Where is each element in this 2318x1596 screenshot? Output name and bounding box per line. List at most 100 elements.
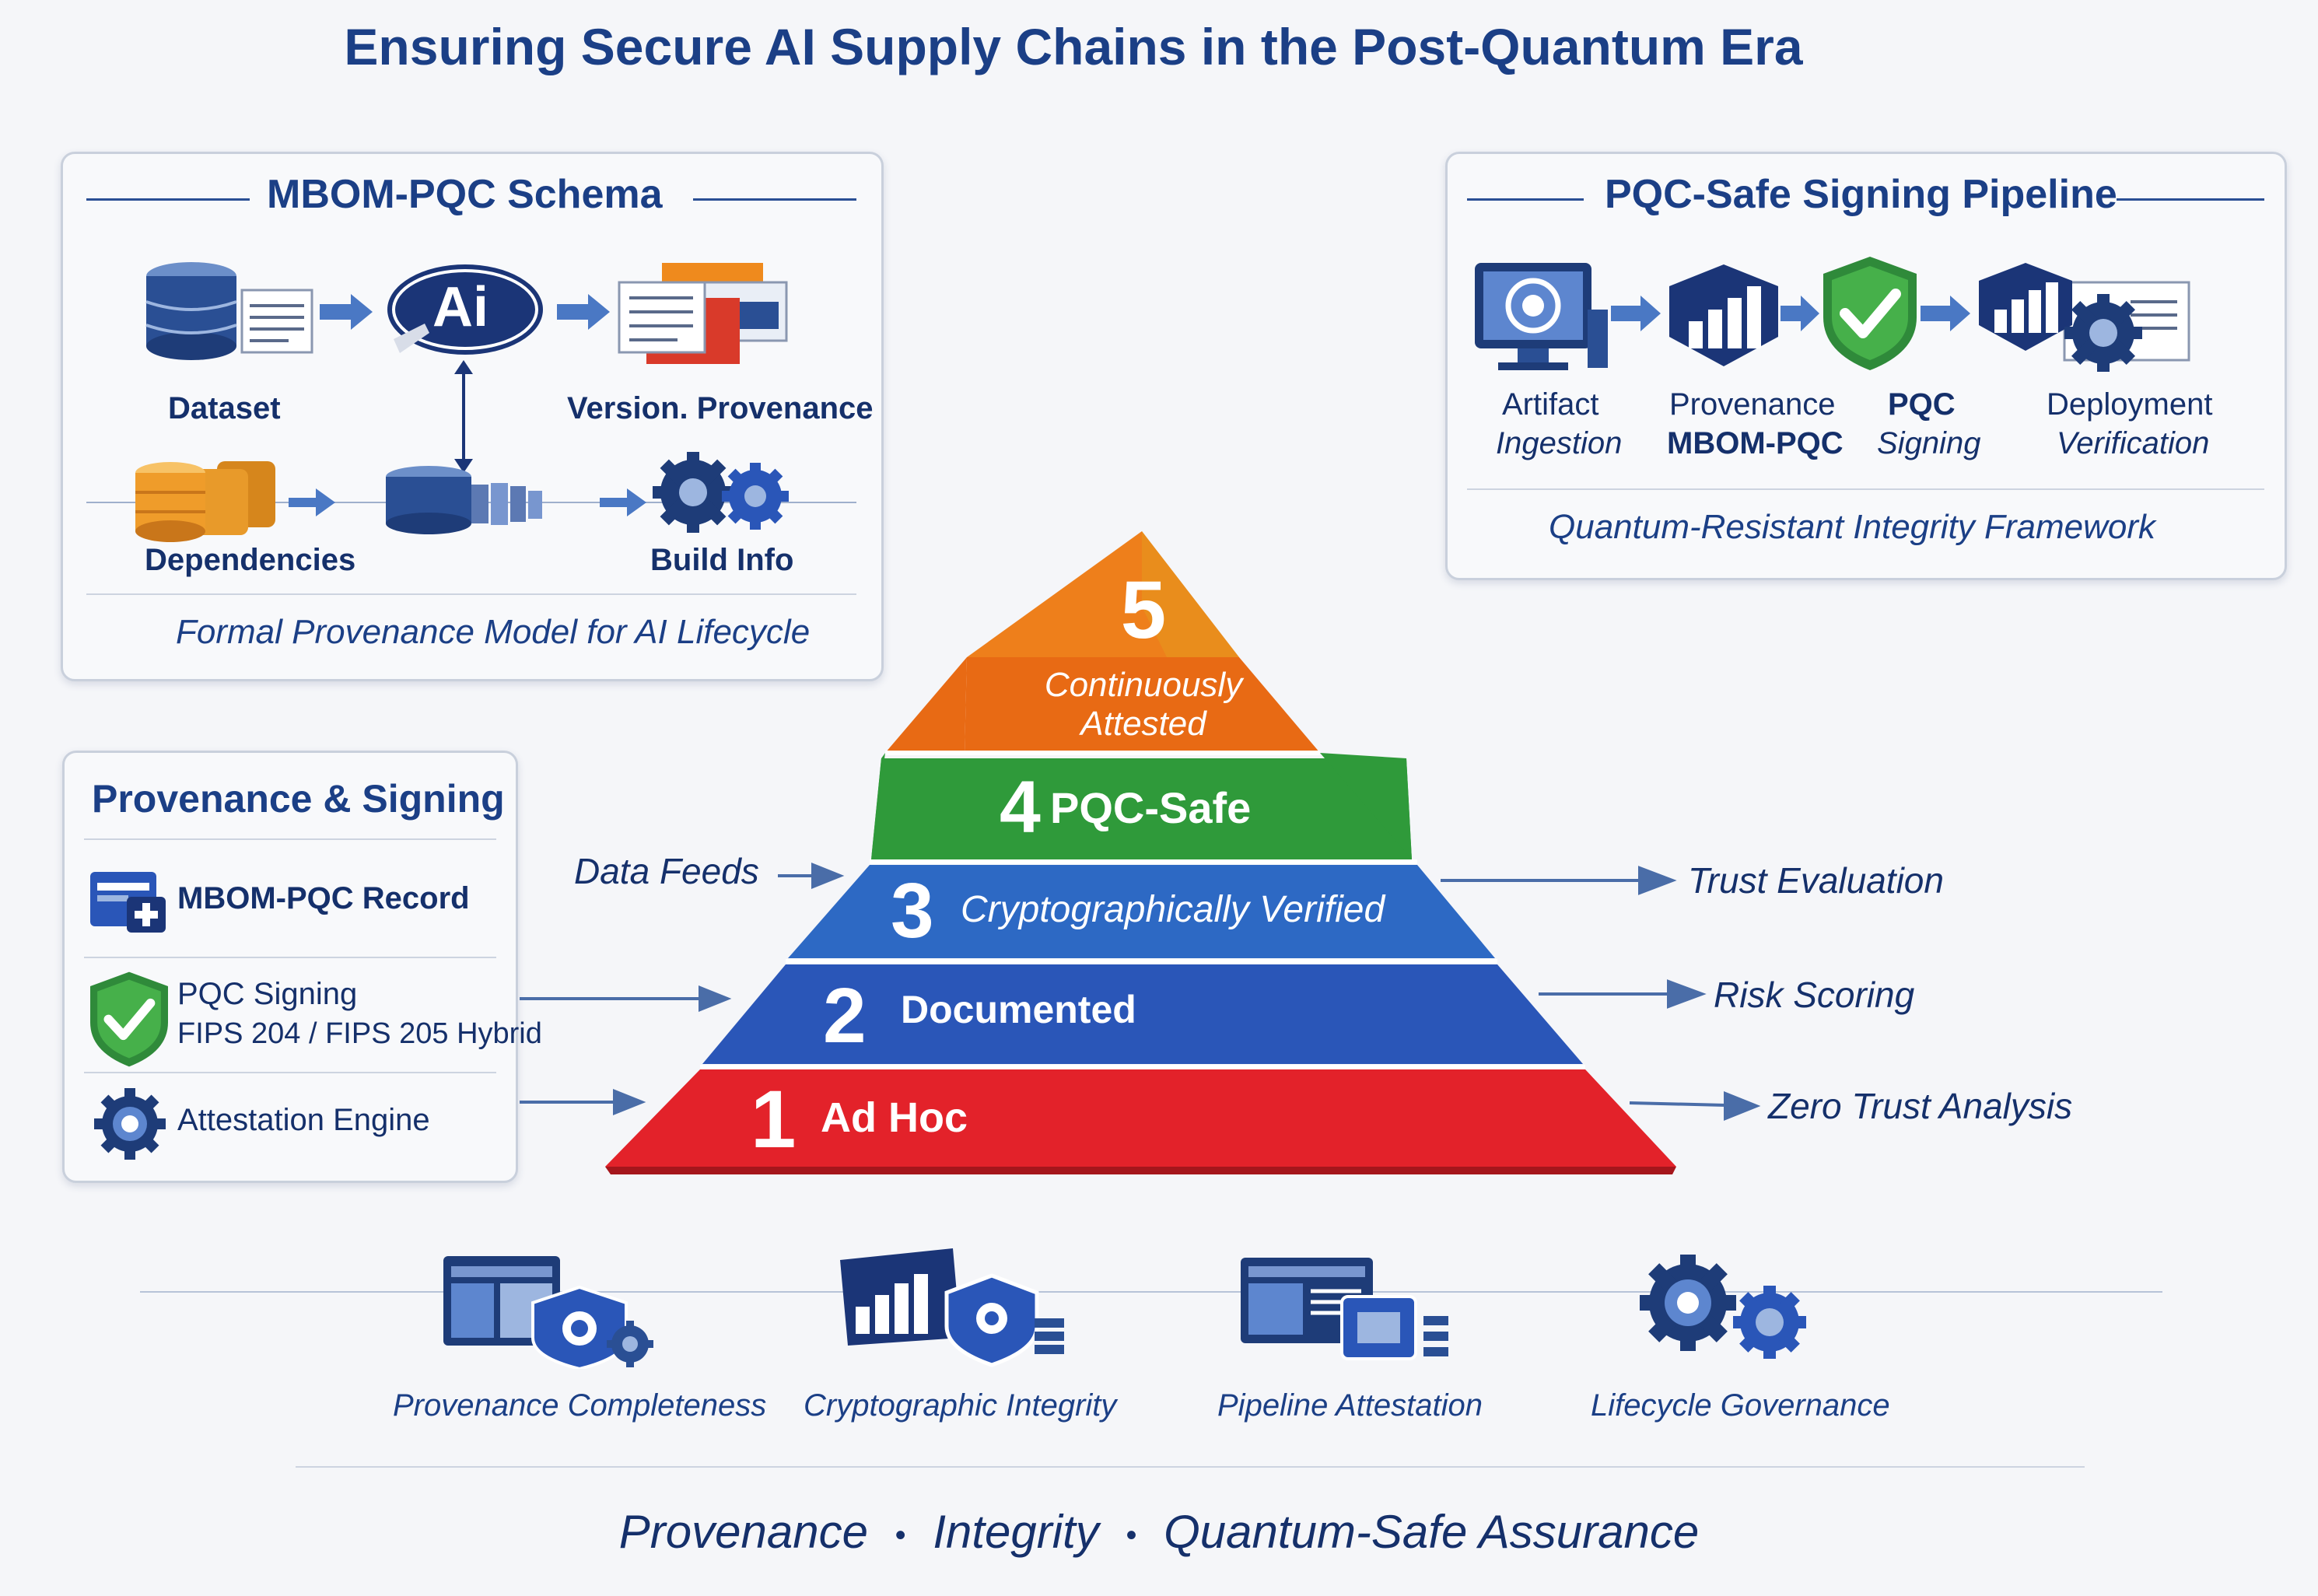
footer-divider	[296, 1466, 2085, 1468]
arrow-icon	[1611, 296, 1661, 331]
cryptographic-integrity-icon	[840, 1248, 1064, 1367]
provenance-completeness-icon	[443, 1256, 653, 1369]
build-info-label: Build Info	[650, 543, 794, 577]
tier-2-shape	[702, 964, 1583, 1064]
pqc-signing-sub: FIPS 204 / FIPS 205 Hybrid	[177, 1017, 542, 1050]
tier-1-label: Ad Hoc	[821, 1094, 968, 1141]
bottom-line	[140, 1291, 2162, 1293]
tier-1-shade	[605, 1167, 1676, 1174]
step-4-line2: Verification	[2057, 426, 2210, 460]
dependencies-icon	[135, 461, 275, 542]
arrow-icon	[1921, 296, 1970, 331]
footer-word-provenance: Provenance	[618, 1506, 868, 1558]
divider	[84, 957, 496, 958]
title-rule-right	[693, 198, 856, 201]
output-arrows	[1441, 866, 1761, 1121]
shield-check-icon	[1823, 257, 1917, 370]
schema-panel-title: MBOM-PQC Schema	[267, 172, 663, 217]
arrow-icon	[557, 294, 610, 330]
step-3-line2: Signing	[1877, 426, 1981, 460]
step-1-line1: Artifact	[1502, 387, 1599, 422]
step-3-line1: PQC	[1888, 387, 1956, 422]
ai-badge-text: Ai	[432, 276, 488, 338]
title-rule-left	[1467, 198, 1584, 201]
tier-5-number: 5	[1121, 565, 1166, 656]
tier-1-shape	[605, 1069, 1676, 1167]
provenance-completeness-label: Provenance Completeness	[393, 1388, 767, 1423]
footer-word-integrity: Integrity	[933, 1506, 1099, 1558]
mbom-record-label: MBOM-PQC Record	[177, 881, 470, 915]
title-rule-left	[86, 198, 250, 201]
tier-4-right	[1320, 753, 1412, 859]
pipeline-panel-title: PQC-Safe Signing Pipeline	[1605, 172, 2117, 217]
attestation-engine-label: Attestation Engine	[177, 1103, 430, 1137]
footer-word-quantum-safe: Quantum-Safe Assurance	[1164, 1506, 1700, 1558]
caption-divider	[1467, 488, 2264, 490]
tier-3-label: Cryptographically Verified	[961, 889, 1385, 930]
lifecycle-governance-icon	[1640, 1255, 1806, 1359]
deployment-icon	[1979, 263, 2190, 372]
attestation-gear-icon	[94, 1088, 166, 1160]
arrow-icon	[320, 294, 373, 330]
tier-4-label: PQC-Safe	[1050, 783, 1251, 832]
footer-separator: •	[895, 1517, 906, 1552]
footer-tagline: Provenance • Integrity • Quantum-Safe As…	[0, 1505, 2318, 1559]
input-arrows	[520, 863, 845, 1115]
schema-panel: MBOM-PQC Schema Ai	[61, 152, 884, 681]
arrow-icon	[600, 488, 646, 516]
schema-caption: Formal Provenance Model for AI Lifecycle	[176, 613, 811, 651]
title-rule-right	[2117, 198, 2264, 201]
arrow-icon	[289, 488, 335, 516]
tier-4-left	[871, 753, 885, 859]
tier-3-shape	[788, 865, 1495, 958]
caption-divider	[86, 593, 856, 595]
pipeline-attestation-label: Pipeline Attestation	[1217, 1388, 1483, 1423]
shield-check-icon	[90, 971, 168, 1067]
ai-badge: Ai	[378, 261, 549, 362]
divider	[84, 838, 496, 840]
version-provenance-label: Version. Provenance	[567, 391, 874, 425]
monitor-icon	[1475, 263, 1608, 370]
step-1-line2: Ingestion	[1496, 426, 1623, 460]
pqc-signing-label: PQC Signing	[177, 977, 358, 1011]
tier-5-line2: Attested	[1078, 705, 1207, 743]
step-4-line1: Deployment	[2047, 387, 2213, 422]
tier-5-line1: Continuously	[1045, 666, 1245, 704]
dependencies-label: Dependencies	[145, 543, 356, 577]
zero-trust-analysis-label: Zero Trust Analysis	[1768, 1086, 2073, 1126]
server-icon	[386, 466, 542, 534]
bar-chart-icon	[1669, 264, 1778, 366]
database-icon	[145, 262, 313, 360]
tier-3-number: 3	[891, 867, 934, 954]
signing-panel-title: Provenance & Signing	[92, 777, 505, 821]
tier-4-number: 4	[1000, 766, 1041, 849]
data-feeds-label: Data Feeds	[574, 851, 759, 891]
pipeline-attestation-icon	[1241, 1258, 1448, 1360]
tier-5-highlight	[1142, 531, 1239, 657]
footer-separator: •	[1126, 1517, 1137, 1552]
tier-5b-shape-fix	[885, 657, 967, 753]
pipeline-caption: Quantum-Resistant Integrity Framework	[1549, 508, 2156, 546]
tier-5b-shape	[965, 657, 1320, 753]
trust-evaluation-label: Trust Evaluation	[1688, 860, 1944, 901]
record-icon	[90, 872, 166, 933]
tier-4-shape	[871, 758, 1412, 859]
documents-icon	[618, 263, 788, 364]
divider	[84, 1072, 496, 1073]
lifecycle-governance-label: Lifecycle Governance	[1591, 1388, 1890, 1423]
tier-2-label: Documented	[901, 988, 1136, 1031]
tier-5-shape	[967, 531, 1239, 657]
arrow-icon	[1781, 296, 1819, 331]
step-2-line2: MBOM-PQC	[1667, 426, 1844, 460]
vertical-arrow-icon	[454, 360, 473, 473]
dataset-label: Dataset	[168, 391, 281, 425]
risk-scoring-label: Risk Scoring	[1714, 975, 1915, 1015]
tier-1-number: 1	[751, 1074, 796, 1165]
cryptographic-integrity-label: Cryptographic Integrity	[804, 1388, 1117, 1423]
step-2-line1: Provenance	[1669, 387, 1836, 422]
pyramid: 5 Continuously Attested 4 PQC-Safe 3 Cry…	[520, 531, 1761, 1174]
pipeline-panel: PQC-Safe Signing Pipeline	[1445, 152, 2287, 580]
tier-2-number: 2	[823, 972, 867, 1059]
signing-panel: Provenance & Signing MBOM-PQC Record PQC…	[62, 751, 542, 1183]
gears-icon	[653, 452, 789, 533]
